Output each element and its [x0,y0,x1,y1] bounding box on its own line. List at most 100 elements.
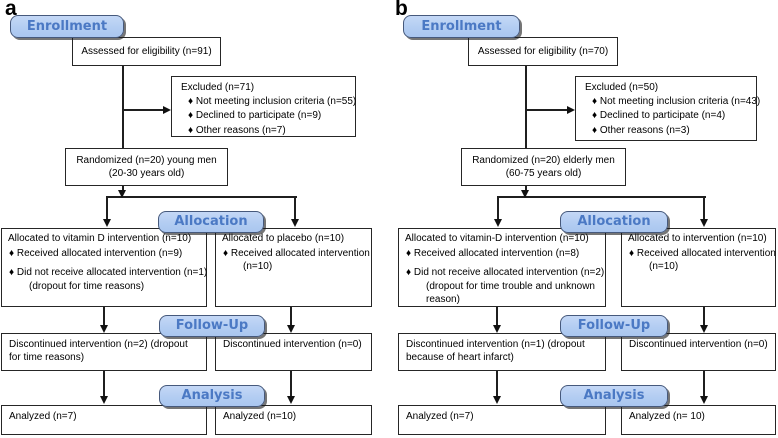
allocation-bullet-continuation: (dropout for time trouble and unknown re… [426,280,595,305]
followup-stage-label: Follow-Up [159,315,265,337]
allocation-bullet-continuation: (n=10) [243,261,273,273]
excluded-box: Excluded (n=50) ♦ Not meeting inclusion … [575,76,761,141]
randomized-line1: Randomized (n=20) young men [76,154,217,166]
followup-left-box: Discontinued intervention (n=1) (dropout… [398,333,606,371]
allocation-bullet: ♦ Received allocated intervention [223,248,370,260]
arrow-down-icon [99,396,108,404]
allocation-title: Allocated to vitamin-D intervention (n=1… [405,233,589,244]
arrow-down-icon [493,219,502,227]
followup-right-box: Discontinued intervention (n=0) [621,333,776,371]
panel-b-letter: b [395,0,408,20]
assessed-text: Assessed for eligibility (n=91) [81,45,212,57]
excluded-box: Excluded (n=71) ♦ Not meeting inclusion … [171,76,356,137]
excluded-item: ♦ Not meeting inclusion criteria (n=55) [188,96,357,108]
randomized-box: Randomized (n=20) elderly men (60-75 yea… [461,148,626,186]
arrow-down-icon [521,190,529,198]
analyzed-text: Analyzed (n=7) [406,411,474,422]
assessed-box: Assessed for eligibility (n=91) [72,37,221,66]
allocation-title: Allocated to intervention (n=10) [628,233,767,244]
flow-line [703,307,705,326]
followup-text: Discontinued intervention (n=0) [629,339,768,350]
flow-line [106,198,108,219]
analysis-left-box: Analyzed (n=7) [1,405,207,435]
allocation-title: Allocated to placebo (n=10) [222,233,345,244]
randomized-line2: (60-75 years old) [505,168,582,179]
arrow-down-icon [286,396,295,404]
flow-line [496,307,498,326]
analysis-right-box: Analyzed (n=10) [215,405,372,435]
flow-line [103,371,105,397]
followup-text: Discontinued intervention (n=0) [223,339,362,350]
assessed-text: Assessed for eligibility (n=70) [477,45,609,57]
followup-stage-label: Follow-Up [560,315,668,337]
flow-line [703,198,705,219]
analysis-stage-label: Analysis [159,385,265,407]
allocation-stage-label: Allocation [560,211,668,233]
arrow-down-icon [492,325,501,333]
allocation-bullet: ♦ Received allocated intervention (n=9) [9,248,183,260]
arrow-down-icon [102,219,111,227]
arrow-down-icon [492,396,501,404]
flow-line [290,371,292,397]
arrow-right-icon [163,106,171,114]
allocation-bullet-continuation: (dropout for time reasons) [29,280,145,292]
analysis-right-box: Analyzed (n= 10) [621,405,776,435]
excluded-title: Excluded (n=50) [585,82,659,93]
flow-line [526,109,568,111]
excluded-item: ♦ Other reasons (n=7) [188,124,286,136]
flow-line [122,66,124,148]
allocation-bullet: ♦ Received allocated intervention (n=8) [406,248,580,260]
flow-line [703,371,705,397]
allocation-title: Allocated to vitamin D intervention (n=1… [8,233,192,244]
allocation-right-box: Allocated to intervention (n=10) ♦ Recei… [621,228,776,307]
arrow-down-icon [699,219,708,227]
arrow-down-icon [699,325,708,333]
allocation-stage-label: Allocation [158,211,264,233]
excluded-item: ♦ Declined to participate (n=4) [592,110,726,122]
arrow-down-icon [286,325,295,333]
enrollment-stage-label: Enrollment [403,15,520,38]
allocation-left-box: Allocated to vitamin D intervention (n=1… [1,228,207,307]
flow-line [106,196,297,198]
flow-line [290,307,292,326]
followup-text: Discontinued intervention (n=1) (dropout… [406,339,585,364]
arrow-down-icon [699,396,708,404]
allocation-bullet-continuation: (n=10) [649,261,679,273]
assessed-box: Assessed for eligibility (n=70) [468,37,618,66]
followup-right-box: Discontinued intervention (n=0) [215,333,372,371]
analyzed-text: Analyzed (n=10) [223,411,297,422]
panel-a-letter: a [5,0,17,20]
arrow-right-icon [567,106,575,114]
enrollment-stage-label: Enrollment [10,15,124,38]
flow-line [497,198,499,219]
flow-line [525,186,527,192]
allocation-bullet: ♦ Did not receive allocated intervention… [406,267,605,279]
randomized-line2: (20-30 years old) [108,168,185,179]
allocation-left-box: Allocated to vitamin-D intervention (n=1… [398,228,606,307]
flow-line [496,371,498,397]
randomized-box: Randomized (n=20) young men (20-30 years… [65,148,228,186]
excluded-item: ♦ Other reasons (n=3) [592,124,690,136]
flow-line [122,186,124,192]
analyzed-text: Analyzed (n= 10) [629,411,705,422]
arrow-down-icon [99,325,108,333]
followup-left-box: Discontinued intervention (n=2) (dropout… [1,333,207,371]
allocation-bullet: ♦ Did not receive allocated intervention… [9,267,208,279]
analyzed-text: Analyzed (n=7) [9,411,77,422]
flow-line [525,66,527,148]
arrow-down-icon [290,219,299,227]
randomized-line1: Randomized (n=20) elderly men [472,154,615,166]
flow-line [294,198,296,219]
arrow-down-icon [118,190,126,198]
excluded-item: ♦ Not meeting inclusion criteria (n=43) [592,96,761,108]
followup-text: Discontinued intervention (n=2) (dropout… [9,339,188,364]
analysis-stage-label: Analysis [560,385,668,407]
flow-line [123,109,164,111]
flow-line [103,307,105,326]
analysis-left-box: Analyzed (n=7) [398,405,606,435]
excluded-title: Excluded (n=71) [181,82,255,93]
flow-line [497,196,706,198]
allocation-right-box: Allocated to placebo (n=10) ♦ Received a… [215,228,372,307]
excluded-item: ♦ Declined to participate (n=9) [188,110,322,122]
